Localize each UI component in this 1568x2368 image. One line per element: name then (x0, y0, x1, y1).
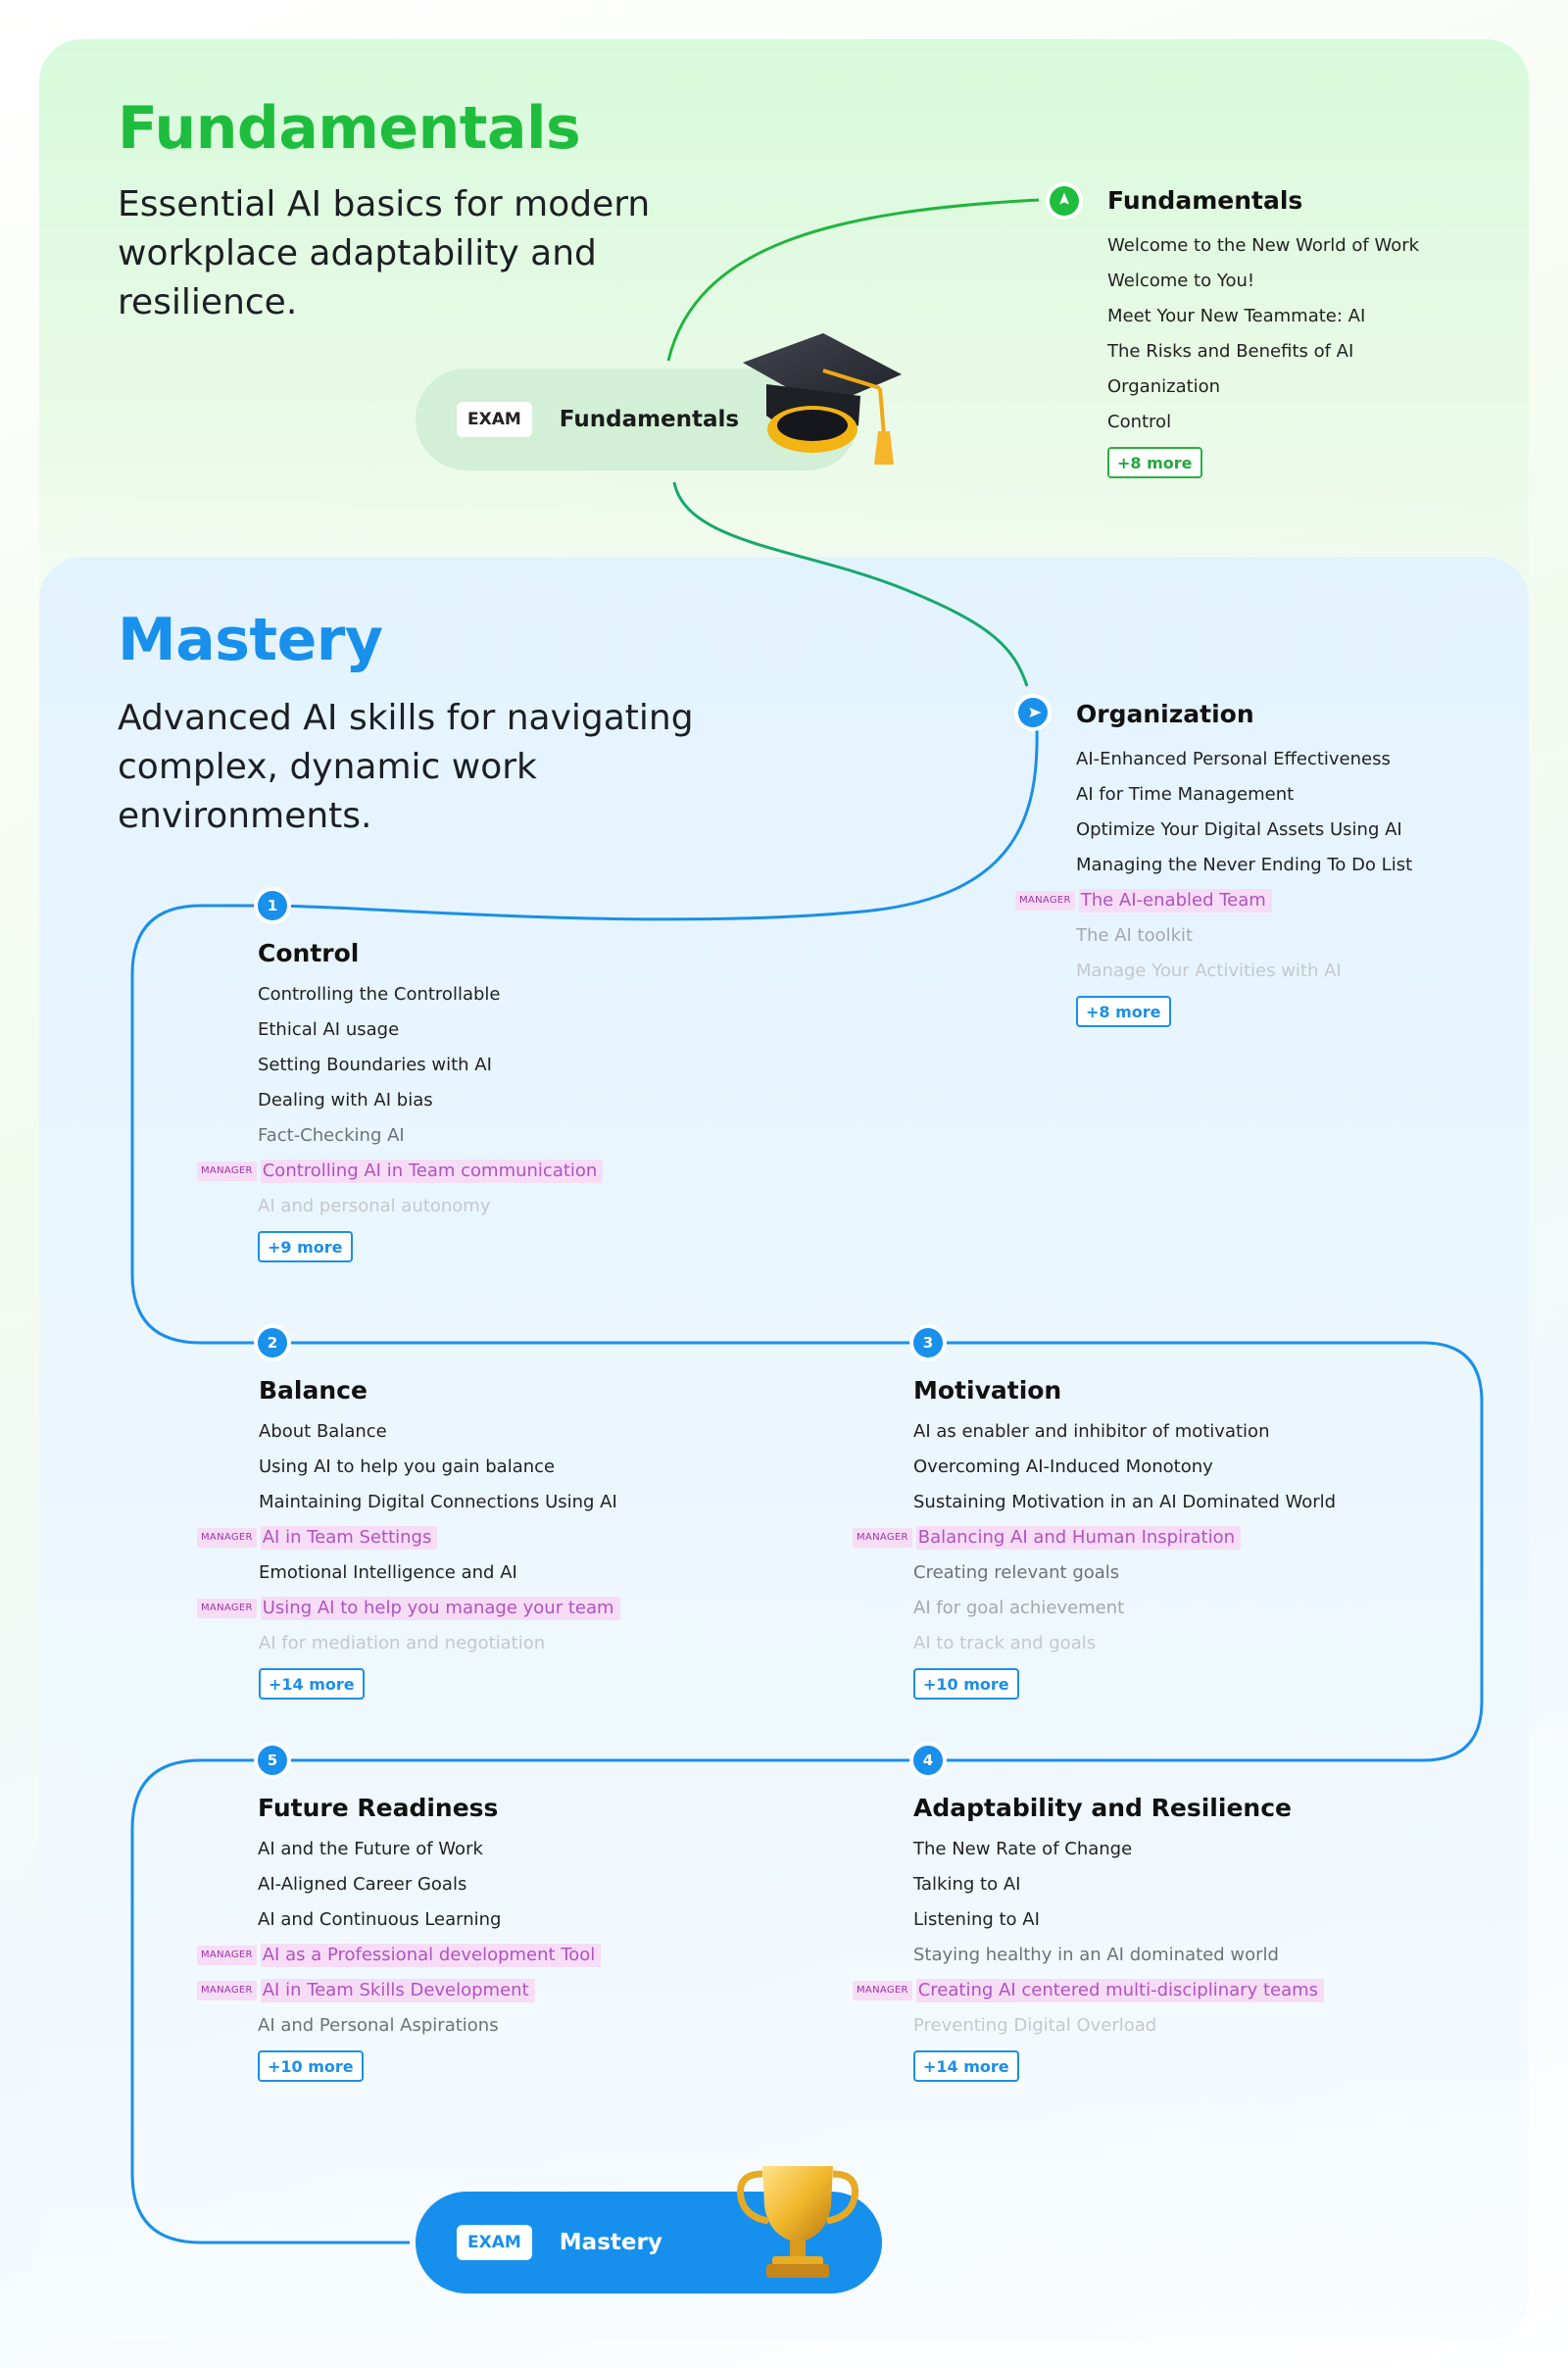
navigation-arrow-icon (1050, 186, 1079, 216)
lesson-item[interactable]: Sustaining Motivation in an AI Dominated… (913, 1492, 1337, 1512)
step-badge: 5 (258, 1746, 287, 1775)
lesson-label: AI in Team Skills Development (260, 1979, 535, 2002)
trophy-icon (736, 2166, 859, 2278)
lesson-item[interactable]: AI-Enhanced Personal Effectiveness (1076, 749, 1391, 769)
lesson-item[interactable]: Fact-Checking AI (258, 1125, 405, 1146)
fundamentals-subtitle: Essential AI basics for modern workplace… (118, 184, 651, 322)
lesson-item[interactable]: AI for mediation and negotiation (259, 1633, 546, 1653)
manager-lesson-item[interactable]: MANAGER Balancing AI and Human Inspirati… (853, 1525, 1242, 1551)
lesson-item[interactable]: Dealing with AI bias (258, 1090, 433, 1110)
manager-lesson-item[interactable]: MANAGER AI as a Professional development… (197, 1943, 602, 1968)
lesson-item[interactable]: AI for Time Management (1076, 784, 1295, 805)
lesson-item[interactable]: Emotional Intelligence and AI (259, 1562, 517, 1583)
mastery-subtitle: Advanced AI skills for navigating comple… (118, 698, 694, 836)
more-lessons-button[interactable]: +14 more (259, 1668, 365, 1700)
more-lessons-button[interactable]: +8 more (1107, 447, 1202, 478)
exam-label: Mastery (559, 2230, 662, 2255)
module-title: Adaptability and Resilience (913, 1794, 1292, 1822)
module-title: Fundamentals (1107, 186, 1303, 215)
manager-tag: MANAGER (197, 1528, 257, 1548)
more-lessons-button[interactable]: +8 more (1076, 996, 1171, 1027)
exam-label: Fundamentals (559, 407, 740, 432)
lesson-item[interactable]: AI and personal autonomy (258, 1196, 491, 1216)
lesson-label: The AI-enabled Team (1078, 889, 1272, 913)
manager-lesson-item[interactable]: MANAGER AI in Team Settings (197, 1525, 438, 1551)
lesson-item[interactable]: Listening to AI (913, 1909, 1040, 1930)
manager-tag: MANAGER (1015, 891, 1075, 911)
module-title: Balance (259, 1376, 368, 1405)
lesson-item[interactable]: Maintaining Digital Connections Using AI (259, 1492, 617, 1512)
more-lessons-button[interactable]: +9 more (258, 1231, 353, 1262)
manager-tag: MANAGER (853, 1981, 912, 2000)
more-lessons-button[interactable]: +10 more (258, 2050, 364, 2082)
lesson-item[interactable]: Manage Your Activities with AI (1076, 961, 1342, 981)
manager-lesson-item[interactable]: MANAGER Creating AI centered multi-disci… (853, 1978, 1325, 2003)
lesson-label: AI in Team Settings (260, 1526, 438, 1550)
fundamentals-title: Fundamentals (118, 94, 581, 163)
lesson-item[interactable]: The New Rate of Change (913, 1839, 1133, 1859)
module-title: Motivation (913, 1376, 1062, 1405)
lesson-item[interactable]: Staying healthy in an AI dominated world (913, 1945, 1279, 1965)
more-lessons-button[interactable]: +14 more (913, 2050, 1019, 2082)
manager-lesson-item[interactable]: MANAGER Controlling AI in Team communica… (197, 1159, 604, 1184)
manager-tag: MANAGER (197, 1599, 257, 1618)
lesson-item[interactable]: AI and Continuous Learning (258, 1909, 502, 1930)
lesson-item[interactable]: Using AI to help you gain balance (259, 1456, 556, 1477)
lesson-label: Balancing AI and Human Inspiration (915, 1526, 1242, 1550)
manager-lesson-item[interactable]: MANAGER AI in Team Skills Development (197, 1978, 535, 2003)
lesson-item[interactable]: The Risks and Benefits of AI (1107, 341, 1354, 362)
lesson-item[interactable]: Meet Your New Teammate: AI (1107, 306, 1366, 326)
manager-tag: MANAGER (197, 1161, 257, 1181)
lesson-item[interactable]: Welcome to the New World of Work (1107, 235, 1420, 256)
lesson-item[interactable]: Ethical AI usage (258, 1019, 400, 1040)
exam-tag: EXAM (457, 402, 532, 437)
manager-tag: MANAGER (197, 1981, 257, 2000)
lesson-item[interactable]: Managing the Never Ending To Do List (1076, 855, 1413, 875)
lesson-item[interactable]: Controlling the Controllable (258, 984, 501, 1005)
lesson-label: Using AI to help you manage your team (260, 1597, 620, 1620)
graduation-cap-icon (743, 333, 902, 465)
more-lessons-button[interactable]: +10 more (913, 1668, 1019, 1700)
module-title: Control (258, 939, 360, 967)
navigation-arrow-icon (1018, 698, 1048, 727)
lesson-item[interactable]: Control (1107, 412, 1172, 432)
exam-tag: EXAM (457, 2225, 532, 2260)
lesson-item[interactable]: AI-Aligned Career Goals (258, 1874, 467, 1895)
manager-tag: MANAGER (197, 1946, 257, 1965)
lesson-label: AI as a Professional development Tool (260, 1944, 602, 1967)
lesson-label: Controlling AI in Team communication (260, 1159, 604, 1183)
lesson-item[interactable]: Overcoming AI-Induced Monotony (913, 1456, 1213, 1477)
manager-lesson-item[interactable]: MANAGER The AI-enabled Team (1015, 888, 1272, 913)
lesson-item[interactable]: Organization (1107, 376, 1221, 397)
lesson-item[interactable]: AI to track and goals (913, 1633, 1097, 1653)
manager-lesson-item[interactable]: MANAGER Using AI to help you manage your… (197, 1596, 620, 1621)
lesson-label: Creating AI centered multi-disciplinary … (915, 1979, 1325, 2002)
lesson-item[interactable]: Welcome to You! (1107, 271, 1255, 291)
module-title: Organization (1076, 700, 1254, 728)
lesson-item[interactable]: About Balance (259, 1421, 387, 1442)
lesson-item[interactable]: Setting Boundaries with AI (258, 1055, 492, 1075)
lesson-item[interactable]: Preventing Digital Overload (913, 2015, 1157, 2036)
lesson-item[interactable]: Creating relevant goals (913, 1562, 1120, 1583)
lesson-item[interactable]: AI and Personal Aspirations (258, 2015, 499, 2036)
lesson-item[interactable]: AI for goal achievement (913, 1598, 1125, 1618)
lesson-item[interactable]: AI and the Future of Work (258, 1839, 483, 1859)
lesson-item[interactable]: Talking to AI (913, 1874, 1021, 1895)
lesson-item[interactable]: The AI toolkit (1076, 925, 1194, 946)
step-badge: 1 (258, 891, 287, 920)
lesson-item[interactable]: Optimize Your Digital Assets Using AI (1076, 819, 1402, 840)
step-badge: 3 (913, 1328, 943, 1357)
manager-tag: MANAGER (853, 1528, 912, 1548)
step-badge: 2 (258, 1328, 287, 1357)
mastery-title: Mastery (118, 606, 383, 674)
step-badge: 4 (913, 1746, 943, 1775)
lesson-item[interactable]: AI as enabler and inhibitor of motivatio… (913, 1421, 1270, 1442)
module-title: Future Readiness (258, 1794, 499, 1822)
